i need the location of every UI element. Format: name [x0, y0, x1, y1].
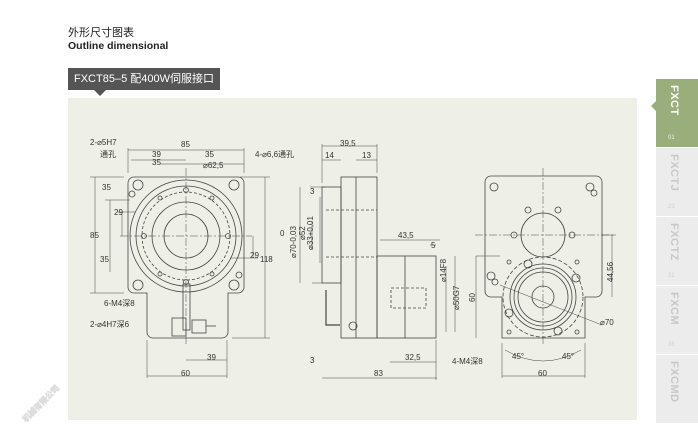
tab-label: FXCTZ [668, 223, 680, 261]
dim: 14 [325, 151, 334, 160]
dim: 39 [207, 353, 216, 362]
side-view [299, 144, 456, 380]
tab-fxcm[interactable]: FXCM 36 [656, 286, 698, 354]
tab-fxctz[interactable]: FXCTZ 31 [656, 217, 698, 285]
dim: ⌀70-0,03 [289, 226, 298, 259]
dim: 5 [431, 241, 436, 250]
dim: 85 [181, 140, 190, 149]
tab-label: FXCTJ [668, 154, 680, 192]
dim: 35 [100, 255, 109, 264]
tab-fxct[interactable]: FXCT 01 [651, 79, 698, 147]
dim: 85 [90, 231, 99, 240]
dim: 13 [362, 151, 371, 160]
dim: 60 [181, 369, 190, 378]
category-tabs: FXCT 01 FXCTJ 23 FXCTZ 31 FXCM 36 FXCMD [651, 79, 698, 424]
dim: 32,5 [405, 353, 421, 362]
title-en: Outline dimensional [68, 40, 169, 52]
dim: 4-⌀6,6通孔 [255, 149, 294, 159]
tab-label: FXCM [668, 292, 680, 326]
dim: 通孔 [100, 149, 116, 159]
tab-page: 31 [668, 273, 675, 279]
tab-fxctj[interactable]: FXCTJ 23 [656, 148, 698, 216]
tab-page: 23 [668, 204, 675, 210]
drawing-panel [68, 98, 637, 420]
svg-text:机械有限公司: 机械有限公司 [20, 383, 61, 424]
dim: 35 [152, 158, 161, 167]
tab-label: FXCMD [668, 361, 680, 403]
rear-view [475, 168, 616, 378]
dim: ⌀14F8 [439, 258, 448, 282]
dim: 3 [310, 356, 315, 365]
dim: 44,56 [606, 261, 615, 282]
front-view [90, 148, 270, 378]
dim: 29 [114, 208, 123, 217]
dim: 39 [152, 150, 161, 159]
dim: ⌀33+0,01 [306, 215, 315, 250]
tab-page: 01 [668, 135, 675, 141]
dim: 43,5 [398, 231, 414, 240]
dim: 118 [260, 255, 273, 264]
dim: 6-M4深8 [104, 299, 135, 308]
dim: ⌀70 [600, 318, 614, 327]
dim: 3 [310, 187, 315, 196]
dim: 35 [205, 150, 214, 159]
dim: 39,5 [340, 139, 356, 148]
dim: 2-⌀4H7深6 [90, 320, 130, 329]
title-cn: 外形尺寸图表 [68, 27, 134, 39]
dim: 60 [538, 369, 547, 378]
dim: 0 [280, 229, 285, 238]
tab-label: FXCT [668, 85, 680, 116]
model-label: FXCT85–5 配400W伺服接口 [68, 68, 220, 96]
dim: 45° [512, 352, 524, 361]
dim: 4-M4深8 [452, 357, 483, 366]
dim: ⌀52 [298, 226, 307, 240]
dim: ⌀62,5 [203, 161, 224, 170]
tab-page: 36 [668, 342, 675, 348]
dim: ⌀50G7 [452, 285, 461, 310]
dim: 60 [468, 293, 477, 302]
dim: 83 [374, 369, 383, 378]
dim: 35 [102, 183, 111, 192]
dim: 2-⌀5H7 [90, 138, 117, 147]
dim: 29 [250, 251, 259, 260]
dim: 45° [562, 352, 574, 361]
tab-fxcmd[interactable]: FXCMD [656, 355, 698, 423]
